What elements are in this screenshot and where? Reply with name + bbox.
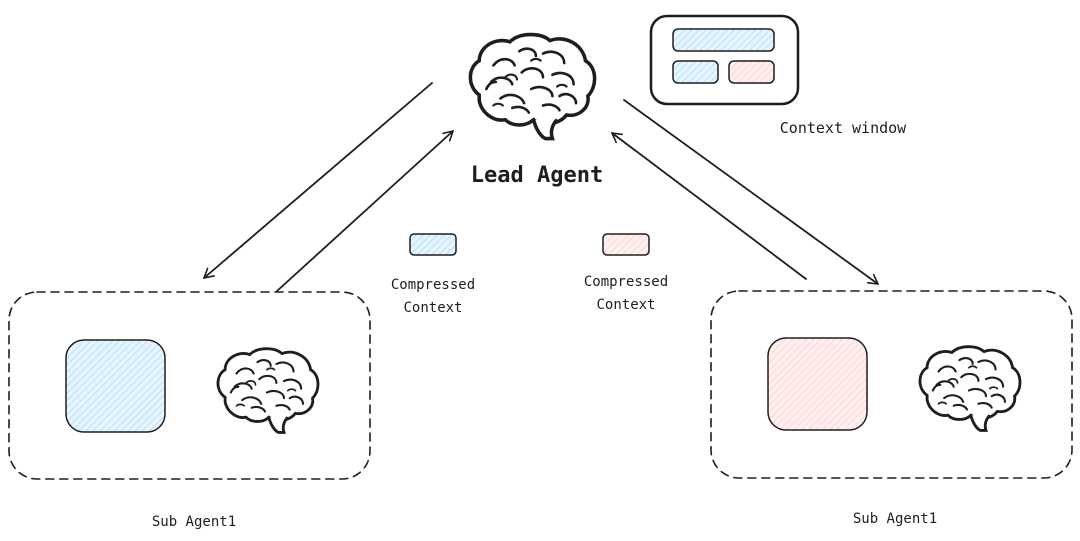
- context-window-blue-slot: [672, 60, 719, 84]
- sub-agent-right-context-block: [767, 337, 868, 431]
- arrow-lead-to-right-agent: [623, 99, 879, 285]
- arrow-left-agent-to-lead: [276, 130, 454, 292]
- lead-agent-label: Lead Agent: [471, 163, 603, 188]
- sub-agent-right-container: [710, 290, 1073, 479]
- compressed-context-right-line2: Context: [596, 297, 655, 313]
- sub-agent-left-context-block: [65, 339, 166, 433]
- context-window-shared-slot: [672, 28, 775, 52]
- arrow-right-agent-to-lead: [611, 132, 807, 280]
- context-window-label: Context window: [780, 119, 907, 137]
- sub-agent-left-container: [8, 291, 371, 480]
- sub-agent-left-label: Sub Agent1: [152, 514, 236, 530]
- lead-agent-brain-icon: [468, 32, 597, 141]
- context-window-red-slot: [728, 60, 775, 84]
- compressed-context-red-chip: [602, 233, 650, 256]
- arrow-lead-to-left-agent: [203, 82, 433, 279]
- compressed-context-left-line2: Context: [403, 300, 462, 316]
- compressed-context-left-line1: Compressed: [391, 277, 475, 293]
- sub-agent-left-brain-icon: [216, 347, 320, 434]
- context-window-card: [649, 14, 800, 106]
- compressed-context-blue-chip: [409, 233, 457, 256]
- compressed-context-right-line1: Compressed: [584, 274, 668, 290]
- sub-agent-right-brain-icon: [918, 345, 1022, 432]
- sub-agent-right-label: Sub Agent1: [853, 511, 937, 527]
